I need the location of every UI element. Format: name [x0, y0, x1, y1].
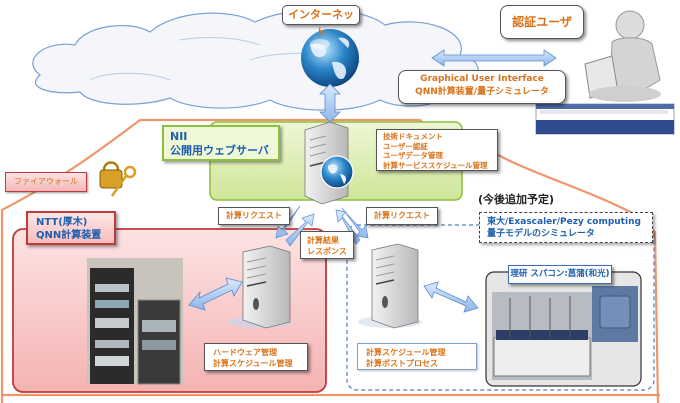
- future-feature-item: 計算スケジュール管理: [366, 348, 446, 357]
- ntt-feature-item: 計算スケジュール管理: [213, 359, 293, 368]
- request-arrow-right: [335, 207, 369, 245]
- ntt-qnn-rack-photo: [87, 258, 183, 385]
- riken-supercomputer-photo: [485, 271, 642, 387]
- ntt-qnn-label: NTT(厚木) QNN計算装置: [26, 211, 116, 245]
- nii-label-line1: NII: [170, 130, 188, 143]
- internet-cloud: [32, 9, 479, 111]
- ntt-rack-server-arrow: [188, 277, 243, 311]
- ntt-server-icon: [228, 245, 292, 329]
- ntt-label-line1: NTT(厚木): [36, 217, 88, 228]
- compute-request-label-left: 計算リクエスト: [218, 207, 290, 225]
- ntt-feature-list: ハードウェア管理 計算スケジュール管理: [204, 343, 308, 371]
- future-feature-item: 計算ポストプロセス: [366, 359, 438, 368]
- future-simulator-label: 東大/Exascaler/Pezy computing 量子モデルのシミュレータ: [479, 212, 653, 243]
- nii-feature-item: 技術ドキュメント: [383, 132, 443, 141]
- response-line2: レスポンス: [307, 247, 347, 256]
- response-line1: 計算結果: [307, 236, 339, 245]
- gui-label: Graphical User Interface QNN計算装置/量子シミュレー…: [398, 70, 566, 104]
- nii-feature-item: ユーザデータ管理: [383, 151, 443, 160]
- future-label-line2: 量子モデルのシミュレータ: [487, 229, 595, 239]
- nii-feature-list: 技術ドキュメント ユーザー認証 ユーザデータ管理 計算サービススケジュール管理: [376, 129, 498, 171]
- browser-screenshot: [535, 103, 675, 135]
- ntt-label-line2: QNN計算装置: [36, 230, 102, 241]
- internet-globe-icon: [301, 29, 359, 87]
- firewall-lock-icon: [99, 161, 137, 197]
- compute-response-label: 計算結果 レスポンス: [300, 231, 354, 259]
- firewall-label: ファイアウォール: [5, 172, 87, 192]
- future-server-icon: [358, 243, 422, 329]
- gui-label-line2: QNN計算装置/量子シミュレータ: [415, 87, 549, 97]
- future-feature-list: 計算スケジュール管理 計算ポストプロセス: [357, 343, 477, 370]
- nii-feature-item: 計算サービススケジュール管理: [383, 160, 488, 170]
- gui-label-line1: Graphical User Interface: [420, 74, 544, 84]
- cloud-user-arrow: [431, 49, 557, 67]
- internet-label: インターネット: [282, 5, 360, 39]
- future-server-riken-arrow: [423, 281, 479, 313]
- user-figure-icon: [584, 10, 661, 102]
- riken-supercomputer-label: 理研 スパコン:菖蒲(和光): [508, 265, 612, 284]
- nii-web-server-label: NII 公開用ウェブサーバ: [162, 125, 280, 161]
- ntt-feature-item: ハードウェア管理: [213, 348, 277, 357]
- future-plan-heading: (今後追加予定): [478, 193, 555, 206]
- nii-server-icon: [304, 121, 354, 205]
- future-label-line1: 東大/Exascaler/Pezy computing: [487, 217, 641, 227]
- authenticated-user-label: 認証ユーザ: [500, 5, 584, 39]
- nii-label-line2: 公開用ウェブサーバ: [170, 144, 269, 157]
- nii-feature-item: ユーザー認証: [383, 141, 428, 151]
- compute-request-label-right: 計算リクエスト: [366, 207, 438, 225]
